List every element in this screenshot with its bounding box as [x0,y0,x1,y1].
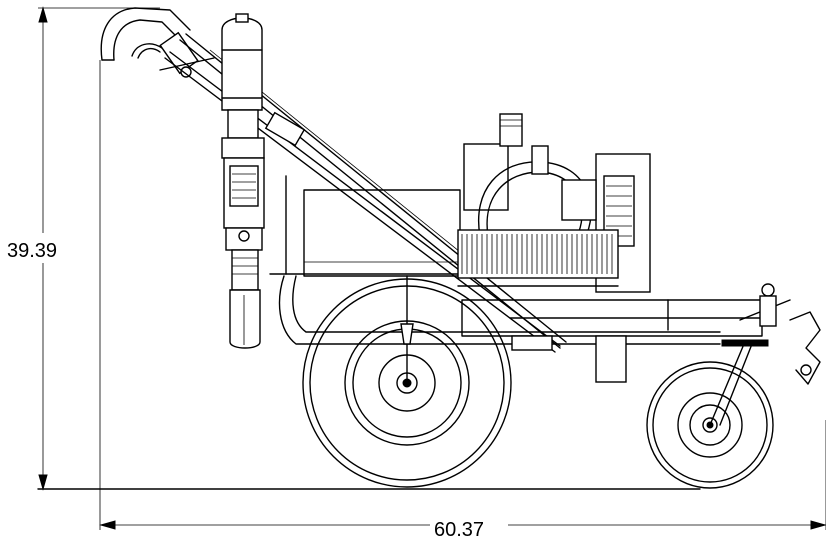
column-flange [221,137,265,159]
engine-cooling-fins-block [457,229,619,279]
handle-bracket [759,295,777,327]
column-lower-pipe [231,249,259,291]
frame-bracket-left [511,335,553,351]
engine-air-cleaner [463,143,509,211]
gooseneck-deflector-1 [131,43,163,57]
tow-handle [739,283,821,385]
front-fork-1 [709,343,745,426]
main-frame [278,275,763,383]
width-dimension: 60.37 [99,60,826,540]
height-dimension-label: 39.39 [7,240,57,262]
height-arrow-top [38,6,48,23]
tank-bracket [264,111,306,147]
handle-knob [761,283,775,297]
front-rim [677,392,743,458]
engine-cooling-fins [461,234,613,274]
frame-upper-rail [292,275,721,333]
engine-carburetor [531,145,549,175]
rear-strut-clamp [400,323,414,345]
column-cap [235,13,249,23]
engine-fuel-cap [499,113,523,147]
front-wheel [646,339,774,489]
front-hub [689,404,731,446]
column-valve-knob [238,230,250,242]
height-arrow-bottom [38,474,48,491]
width-arrow-left [99,520,116,530]
width-dimension-label: 60.37 [434,519,484,540]
handle-pin [800,364,812,376]
vertical-column [221,13,265,349]
gooseneck-outer [100,7,191,61]
front-caster-plate [721,339,769,347]
height-label-bg [6,233,78,263]
gooseneck-inner [113,19,179,61]
column-top-tank [221,17,263,111]
width-arrow-right [810,520,826,530]
gooseneck-deflector-2 [137,47,161,59]
height-dimension: 39.39 [6,6,160,491]
front-tire-inner [652,367,768,483]
front-tire-outer [646,361,774,489]
column-coupling [227,109,259,139]
rear-wheel [302,275,512,488]
engine-assembly [457,113,651,293]
column-bottom-canister [229,289,261,349]
hopper-tank [264,111,461,277]
frame-lower-rail [278,275,721,345]
engine-cylinder-head [561,179,597,221]
gooseneck-pivot [180,66,192,78]
handle-latch [789,311,821,385]
frame-bracket-mid [595,335,627,383]
front-fork-2 [719,343,753,426]
column-motor-window [229,165,259,207]
